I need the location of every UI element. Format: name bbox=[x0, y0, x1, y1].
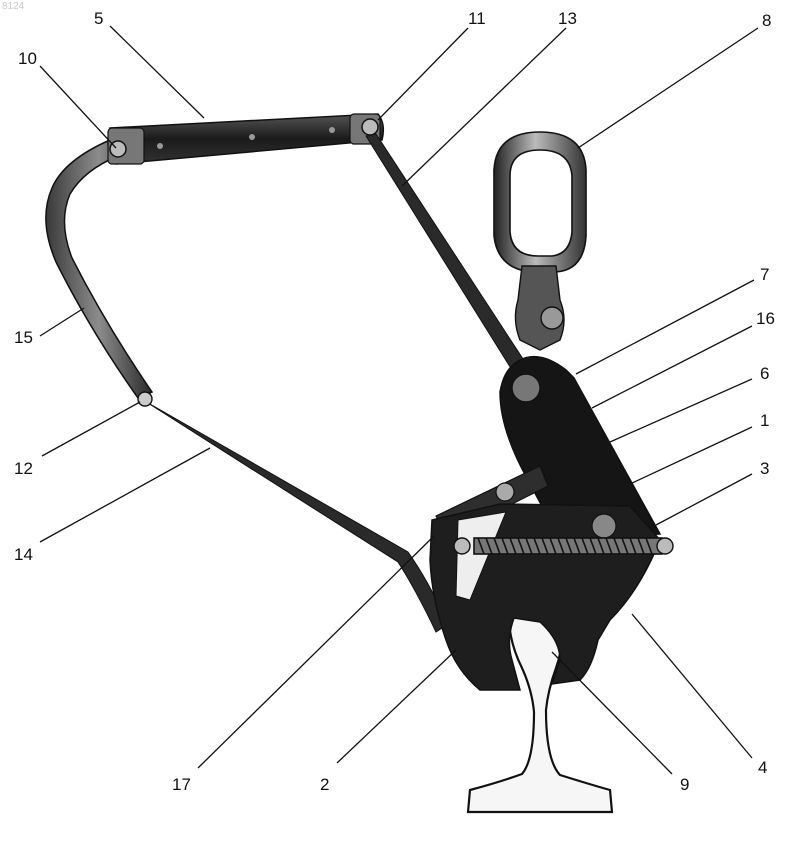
swivel-pin bbox=[541, 307, 563, 329]
callout-7: 7 bbox=[760, 265, 769, 284]
handle-frame-tube bbox=[46, 140, 152, 398]
callout-3: 3 bbox=[760, 459, 769, 478]
leader-line-11 bbox=[378, 28, 468, 120]
callout-16: 16 bbox=[756, 309, 775, 328]
pin-12 bbox=[138, 392, 152, 406]
callout-10: 10 bbox=[18, 49, 37, 68]
rod-14 bbox=[140, 398, 448, 632]
callout-15: 15 bbox=[14, 328, 33, 347]
leader-line-9 bbox=[552, 652, 672, 774]
callout-14: 14 bbox=[14, 545, 33, 564]
rail-tongs-drawing bbox=[46, 114, 673, 812]
lifting-eye bbox=[512, 374, 540, 402]
leader-line-12 bbox=[42, 402, 140, 456]
callout-2: 2 bbox=[320, 775, 329, 794]
handle-grip bbox=[108, 114, 383, 164]
spring-end-pin bbox=[454, 538, 470, 554]
shackle-ring bbox=[494, 132, 586, 272]
leader-line-17 bbox=[198, 536, 434, 768]
grip-rivet bbox=[249, 134, 255, 140]
spring bbox=[474, 538, 662, 554]
leader-line-3 bbox=[656, 474, 752, 525]
lever-pin bbox=[496, 483, 514, 501]
leader-line-13 bbox=[402, 28, 566, 186]
leader-line-5 bbox=[110, 26, 204, 118]
callout-13: 13 bbox=[558, 9, 577, 28]
callout-1: 1 bbox=[760, 411, 769, 430]
grip-rivet bbox=[157, 143, 163, 149]
corner-id-text: 8124 bbox=[2, 1, 25, 12]
leader-line-10 bbox=[40, 66, 116, 148]
leader-line-7 bbox=[576, 280, 754, 374]
callout-11: 11 bbox=[468, 9, 486, 28]
leader-line-15 bbox=[40, 308, 84, 336]
callout-6: 6 bbox=[760, 364, 769, 383]
callout-8: 8 bbox=[762, 11, 771, 30]
grip-rivet bbox=[329, 127, 335, 133]
leader-line-16 bbox=[592, 326, 752, 408]
spring-end-pin bbox=[657, 538, 673, 554]
leader-line-8 bbox=[578, 28, 758, 148]
leader-line-14 bbox=[40, 448, 210, 542]
leader-line-1 bbox=[630, 427, 752, 484]
callout-9: 9 bbox=[680, 775, 689, 794]
callout-5: 5 bbox=[94, 9, 103, 28]
jaw-hub bbox=[592, 514, 616, 538]
leader-line-4 bbox=[632, 614, 752, 758]
callout-17: 17 bbox=[172, 775, 191, 794]
callout-4: 4 bbox=[758, 758, 767, 777]
pin-11 bbox=[362, 119, 378, 135]
callout-12: 12 bbox=[14, 459, 33, 478]
leader-line-2 bbox=[337, 650, 456, 763]
